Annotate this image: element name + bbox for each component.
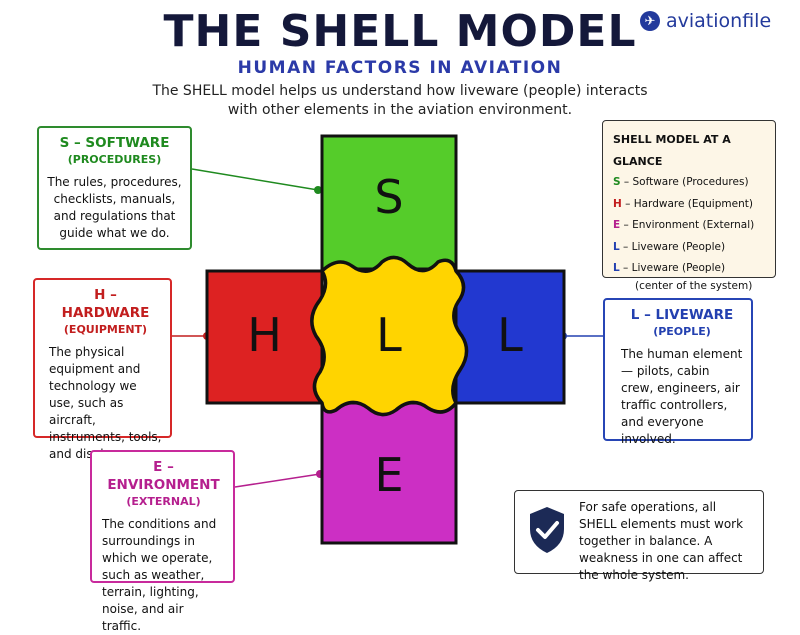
glance-title: SHELL MODEL AT A GLANCE — [613, 133, 731, 168]
safety-note: For safe operations, all SHELL elements … — [514, 490, 764, 582]
hardware-card: H – HARDWARE (EQUIPMENT) The physical eq… — [33, 278, 172, 461]
shell-diagram — [172, 134, 603, 545]
glance-item: E – Environment (External) — [613, 215, 765, 237]
liveware-subheading: (PEOPLE) — [653, 325, 711, 338]
glance-item: S – Software (Procedures) — [613, 172, 765, 194]
glance-letter: H — [613, 197, 622, 210]
glance-letter: E — [613, 219, 621, 231]
liveware-right-letter: L — [497, 308, 523, 362]
liveware-center-block — [310, 255, 469, 417]
page-subtitle: HUMAN FACTORS IN AVIATION — [237, 58, 563, 78]
glance-panel: SHELL MODEL AT A GLANCE S – Software (Pr… — [602, 120, 776, 292]
software-heading: S – SOFTWARE — [59, 135, 170, 151]
glance-text: – Environment (External) — [623, 219, 755, 231]
liveware-right-block — [454, 269, 566, 405]
connector-software — [191, 168, 319, 191]
brand-logo[interactable]: ✈ aviationfile — [640, 10, 771, 32]
shield-check-icon — [530, 507, 564, 553]
glance-item: L – Liveware (People) — [613, 258, 765, 280]
glance-item: L – Liveware (People) — [613, 237, 765, 259]
liveware-card: L – LIVEWARE (PEOPLE) The human element—… — [603, 298, 753, 446]
brand-name: aviationfile — [666, 10, 772, 32]
glance-text: – Hardware (Equipment) — [625, 197, 753, 210]
connector-environment — [234, 473, 321, 488]
liveware-description: The human element— pilots, cabin crew, e… — [621, 347, 743, 446]
environment-description: The conditions and surroundings in which… — [102, 517, 217, 633]
hardware-heading: H – HARDWARE — [61, 287, 150, 321]
page-title: THE SHELL MODEL — [163, 6, 637, 57]
software-block — [320, 134, 458, 271]
liveware-heading: L – LIVEWARE — [630, 307, 734, 323]
glance-text: – Liveware (People) — [623, 262, 726, 274]
intro-text: The SHELL model helps us understand how … — [152, 83, 648, 118]
airplane-icon: ✈ — [640, 11, 660, 31]
glance-text: – Software (Procedures) — [623, 176, 749, 188]
hardware-letter: H — [247, 308, 282, 362]
software-subheading: (PROCEDURES) — [67, 153, 162, 166]
software-card: S – SOFTWARE (PROCEDURES) The rules, pro… — [37, 126, 192, 250]
safety-text: For safe operations, all SHELL elements … — [579, 500, 744, 582]
glance-text: – Liveware (People) — [623, 240, 726, 253]
hardware-subheading: (EQUIPMENT) — [63, 323, 148, 336]
glance-letter: S — [613, 176, 621, 188]
glance-letter: L — [613, 262, 620, 274]
software-letter: S — [374, 170, 404, 224]
software-description: The rules, procedures, checklists, manua… — [47, 175, 182, 240]
hardware-description: The physical equipment and technology we… — [49, 345, 162, 461]
environment-subheading: (EXTERNAL) — [126, 495, 201, 508]
environment-heading: E – ENVIRONMENT — [107, 459, 220, 493]
environment-letter: E — [374, 448, 404, 502]
glance-item: H – Hardware (Equipment) — [613, 194, 765, 216]
environment-card: E – ENVIRONMENT (EXTERNAL) The condition… — [90, 450, 235, 633]
liveware-center-letter: L — [376, 308, 402, 362]
environment-block — [320, 401, 458, 545]
glance-center-note: (center of the system) — [635, 279, 753, 292]
connector-dot-software — [314, 186, 322, 194]
glance-letter: L — [613, 240, 620, 253]
